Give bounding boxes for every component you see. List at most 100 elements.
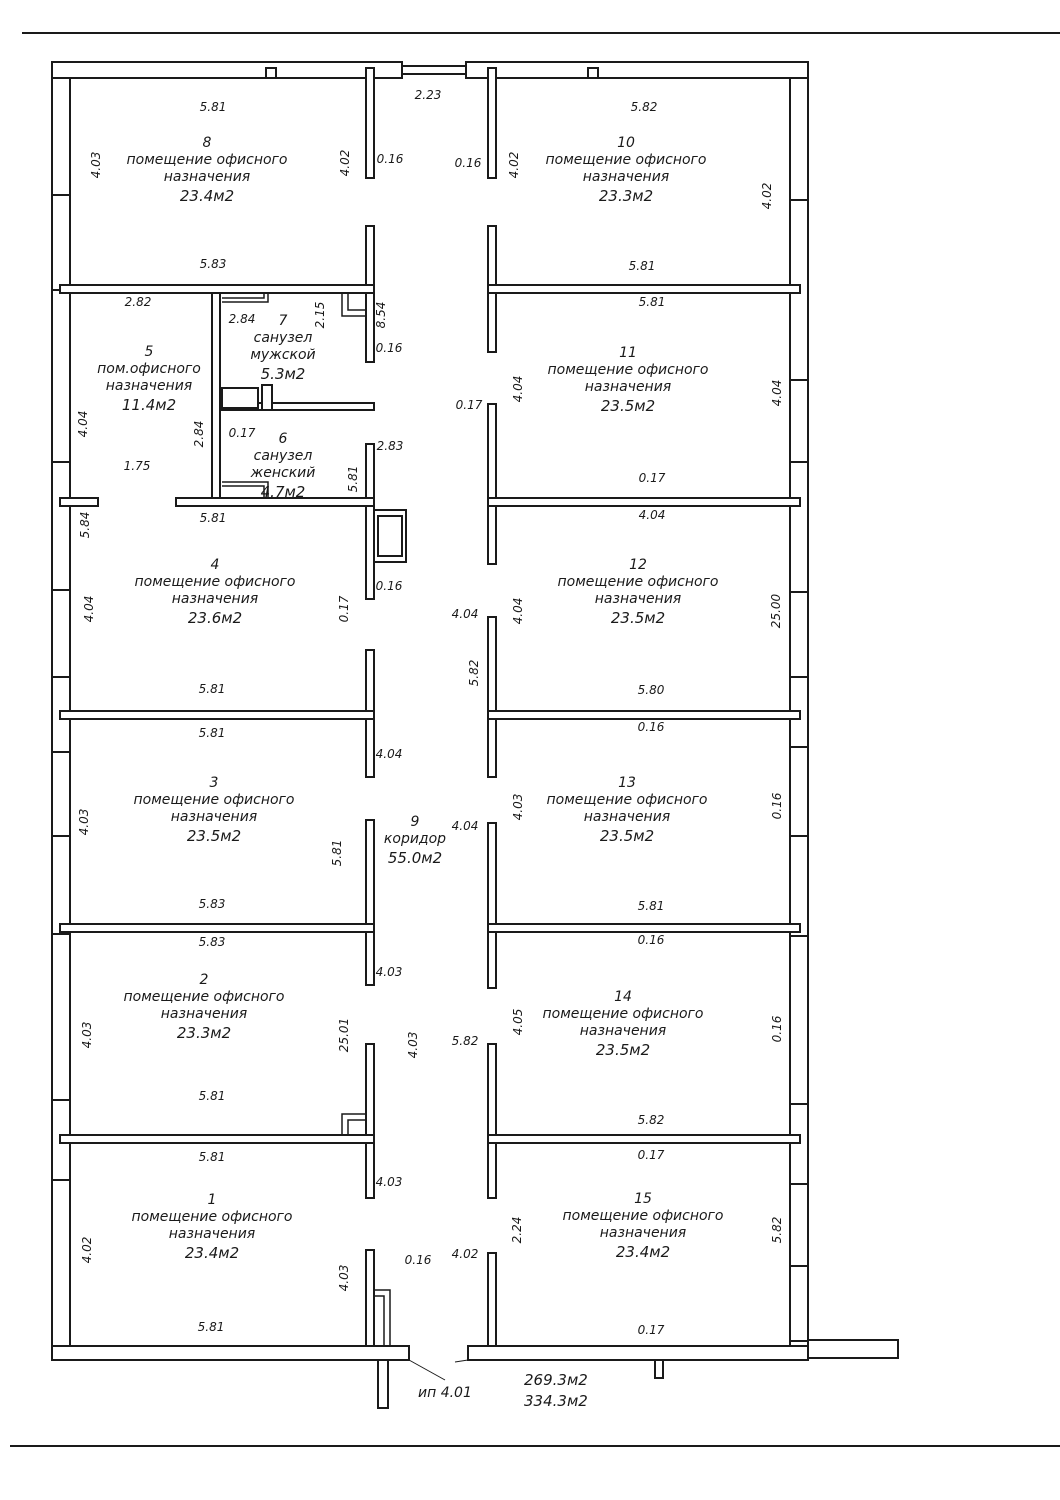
- dimension-label: 5.83: [199, 935, 226, 949]
- dimension-label: 0.16: [405, 1253, 432, 1267]
- dimension-label: 0.17: [337, 595, 351, 622]
- room-area: 5.3м2: [261, 365, 306, 383]
- room-area: 55.0м2: [388, 849, 442, 867]
- dimension-label: 25.00: [769, 593, 783, 628]
- room-area: 23.4м2: [180, 187, 234, 205]
- dimension-label: 2.82: [125, 295, 152, 309]
- room-purpose: назначения: [172, 591, 258, 607]
- partitions: [59, 284, 801, 1144]
- dimension-label: 8.54: [374, 302, 388, 329]
- room-area: 4.7м2: [261, 483, 306, 501]
- dimension-label: 4.03: [89, 152, 103, 179]
- room-area: 23.5м2: [611, 609, 665, 627]
- dimension-label: 0.17: [638, 1323, 665, 1337]
- room-number: 5: [145, 344, 154, 360]
- room-name: помещение офисного: [558, 574, 719, 590]
- room-area: 23.4м2: [185, 1244, 239, 1262]
- room-name: помещение офисного: [124, 989, 285, 1005]
- dimension-label: 4.04: [511, 376, 525, 403]
- room-name: помещение офисного: [547, 792, 708, 808]
- dimension-label: 5.81: [199, 726, 226, 740]
- dimension-label: 5.81: [629, 259, 656, 273]
- area-total-2: 334.3м2: [524, 1392, 588, 1410]
- room-name: помещение офисного: [127, 152, 288, 168]
- room-purpose: назначения: [600, 1225, 686, 1241]
- dimension-label: 4.04: [770, 380, 784, 407]
- room-name: пом.офисного: [97, 361, 201, 377]
- dimension-label: 4.04: [511, 598, 525, 625]
- room-number: 12: [629, 557, 647, 573]
- room-purpose: назначения: [171, 809, 257, 825]
- dimension-label: 4.03: [80, 1022, 94, 1049]
- room-area: 23.5м2: [601, 397, 655, 415]
- dimension-label: 5.81: [200, 100, 227, 114]
- room-name: помещение офисного: [135, 574, 296, 590]
- dimension-label: 5.84: [78, 512, 92, 539]
- dimension-label: 25.01: [337, 1018, 351, 1052]
- dimension-label: 4.02: [452, 1247, 479, 1261]
- room-name: санузел: [254, 448, 313, 464]
- room-number: 3: [210, 775, 219, 791]
- dimension-label: 2.83: [377, 439, 404, 453]
- dimension-label: 0.16: [638, 933, 665, 947]
- dimension-label: 4.04: [639, 508, 666, 522]
- dimension-label: 5.81: [639, 295, 666, 309]
- dimension-label: 2.84: [192, 421, 206, 448]
- dimension-label: 5.82: [770, 1217, 784, 1244]
- room-area: 23.5м2: [596, 1041, 650, 1059]
- dimension-label: 0.16: [638, 720, 665, 734]
- dimension-label: 0.16: [376, 341, 403, 355]
- room-purpose: назначения: [161, 1006, 247, 1022]
- dimension-label: 4.04: [76, 411, 90, 438]
- south-wall-right: [467, 1345, 809, 1361]
- dimension-label: 0.17: [638, 1148, 665, 1162]
- outer-walls: [51, 61, 899, 1409]
- south-wall-left: [51, 1345, 410, 1361]
- dimension-label: 4.03: [406, 1032, 420, 1059]
- room-purpose: назначения: [169, 1226, 255, 1242]
- room-name: помещение офисного: [563, 1208, 724, 1224]
- room-purpose: назначения: [584, 809, 670, 825]
- dimension-label: 5.82: [638, 1113, 665, 1127]
- dimension-label: 5.81: [199, 682, 226, 696]
- room-purpose: назначения: [106, 378, 192, 394]
- room-area: 23.3м2: [599, 187, 653, 205]
- dimension-label: 0.17: [456, 398, 483, 412]
- dimension-label: 5.81: [330, 840, 344, 867]
- dimension-label: 0.16: [770, 792, 784, 819]
- dimension-label: 5.82: [452, 1034, 479, 1048]
- room-number: 2: [200, 972, 209, 988]
- dimension-label: 2.84: [229, 312, 256, 326]
- north-wall-right: [465, 61, 809, 79]
- room-name: помещение офисного: [543, 1006, 704, 1022]
- room-purpose: назначения: [585, 379, 671, 395]
- dimension-label: 4.04: [376, 747, 403, 761]
- room-area: 11.4м2: [122, 396, 176, 414]
- dimension-label: 0.16: [455, 156, 482, 170]
- room-purpose: назначения: [583, 169, 669, 185]
- room-number: 15: [634, 1191, 652, 1207]
- room-number: 8: [203, 135, 212, 151]
- dimension-label: 4.02: [80, 1237, 94, 1264]
- dimension-label: 5.81: [346, 466, 360, 493]
- north-wall-left: [51, 61, 403, 79]
- dimension-label: 5.81: [198, 1320, 225, 1334]
- elevation-leader-2: [454, 1359, 469, 1363]
- dimension-label: 0.16: [376, 579, 403, 593]
- dimension-label: 2.23: [415, 88, 442, 102]
- dimension-label: 0.16: [770, 1015, 784, 1042]
- dimension-label: 4.05: [511, 1009, 525, 1036]
